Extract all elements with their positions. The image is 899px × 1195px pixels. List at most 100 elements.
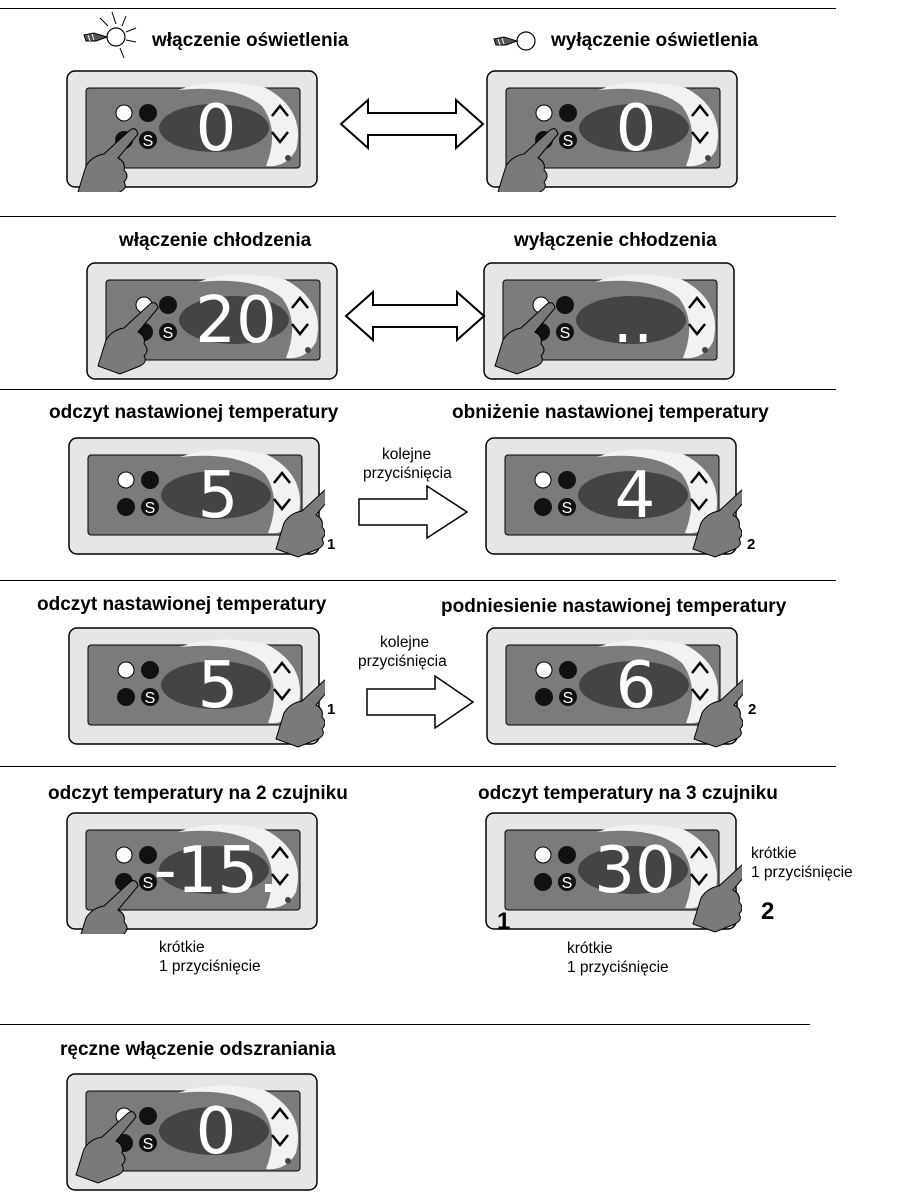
display-window — [159, 846, 269, 894]
press-count: 1 — [327, 701, 336, 718]
up-arrow-icon — [690, 470, 708, 484]
down-arrow-icon — [691, 131, 709, 145]
snowflake-icon — [535, 104, 553, 122]
down-arrow-icon — [273, 498, 291, 512]
up-arrow-icon — [271, 845, 289, 859]
s-button — [139, 1134, 157, 1152]
snowflake-icon — [534, 846, 552, 864]
press-count: 1 — [497, 908, 511, 935]
display-window — [159, 1107, 269, 1155]
title-cooling-off: wyłączenie chłodzenia — [514, 230, 717, 251]
display-window — [576, 296, 686, 344]
panel-highlight — [178, 824, 298, 909]
separator-rule — [0, 389, 836, 390]
display-value: 0 — [196, 92, 237, 166]
down-arrow-icon — [690, 873, 708, 887]
hand-icon — [77, 128, 139, 192]
defrost-icon — [702, 347, 708, 353]
snowflake-icon — [117, 471, 135, 489]
flame-icon — [559, 104, 577, 122]
s-button — [559, 131, 577, 149]
flame-icon — [139, 846, 157, 864]
display-window — [161, 661, 271, 709]
s-button — [558, 498, 576, 516]
hand-icon — [692, 864, 742, 933]
snowflake-icon — [115, 104, 133, 122]
display-value: .. — [613, 284, 654, 358]
s-label: S — [562, 875, 573, 892]
light-icon — [117, 688, 135, 706]
toggle-arrow-icon — [343, 286, 487, 351]
up-arrow-icon — [273, 470, 291, 484]
display-window — [579, 661, 689, 709]
title-lighting-on: włączenie oświetlenia — [152, 30, 349, 51]
title-read-setpoint: odczyt nastawionej temperatury — [49, 402, 339, 423]
toggle-arrow-icon — [338, 94, 486, 159]
separator-rule — [0, 8, 836, 9]
hand-icon — [75, 1111, 137, 1184]
panel-highlight — [597, 824, 717, 909]
down-arrow-icon — [691, 688, 709, 702]
s-button — [141, 498, 159, 516]
title-sensor-2: odczyt temperatury na 2 czujniku — [48, 783, 348, 804]
next-arrow-icon — [357, 482, 471, 547]
panel-highlight — [180, 449, 300, 534]
s-label: S — [145, 690, 156, 707]
up-arrow-icon — [690, 845, 708, 859]
defrost-icon — [285, 155, 291, 161]
note-short: krótkie — [159, 939, 205, 956]
down-arrow-icon — [291, 323, 309, 337]
hand-icon — [693, 679, 743, 748]
s-button — [159, 323, 177, 341]
note-short: krótkie — [567, 940, 613, 957]
note-one-press: 1 przyciśnięcie — [751, 864, 853, 881]
hand-icon — [494, 302, 556, 375]
down-arrow-icon — [688, 323, 706, 337]
panel-highlight — [198, 274, 318, 359]
panel-highlight — [598, 82, 718, 167]
s-label: S — [143, 133, 154, 150]
display-window — [579, 104, 689, 152]
flame-icon — [558, 846, 576, 864]
display-value: 30 — [594, 834, 675, 908]
panel-highlight — [178, 1085, 298, 1170]
flame-icon — [556, 296, 574, 314]
note-successive: kolejne — [380, 634, 430, 651]
hand-icon — [497, 128, 559, 192]
title-lighting-off: wyłączenie oświetlenia — [551, 30, 758, 51]
display-value: 4 — [615, 459, 656, 533]
display-value: 6 — [616, 649, 657, 723]
title-read-setpoint: odczyt nastawionej temperatury — [37, 594, 327, 615]
light-icon — [535, 688, 553, 706]
down-arrow-icon — [690, 498, 708, 512]
panel-highlight — [180, 639, 300, 724]
light-bulb-off-icon — [490, 28, 542, 61]
title-lower-setpoint: obniżenie nastawionej temperatury — [452, 402, 769, 423]
press-count: 2 — [748, 701, 757, 718]
s-label: S — [563, 133, 574, 150]
press-count: 2 — [747, 536, 756, 553]
defrost-icon — [305, 347, 311, 353]
down-arrow-icon — [271, 873, 289, 887]
s-button — [141, 688, 159, 706]
note-one-press: 1 przyciśnięcie — [567, 959, 669, 976]
note-successive: kolejne — [382, 446, 432, 463]
press-count: 2 — [761, 898, 775, 925]
flame-icon — [559, 661, 577, 679]
s-label: S — [163, 325, 174, 342]
down-arrow-icon — [273, 688, 291, 702]
display-window — [578, 846, 688, 894]
separator-rule — [0, 216, 836, 217]
snowflake-icon — [535, 661, 553, 679]
hand-icon — [692, 489, 742, 558]
note-presses: przyciśnięcia — [358, 653, 447, 670]
display-value: -15. — [154, 834, 279, 908]
s-label: S — [562, 500, 573, 517]
light-bulb-on-icon — [76, 10, 148, 71]
